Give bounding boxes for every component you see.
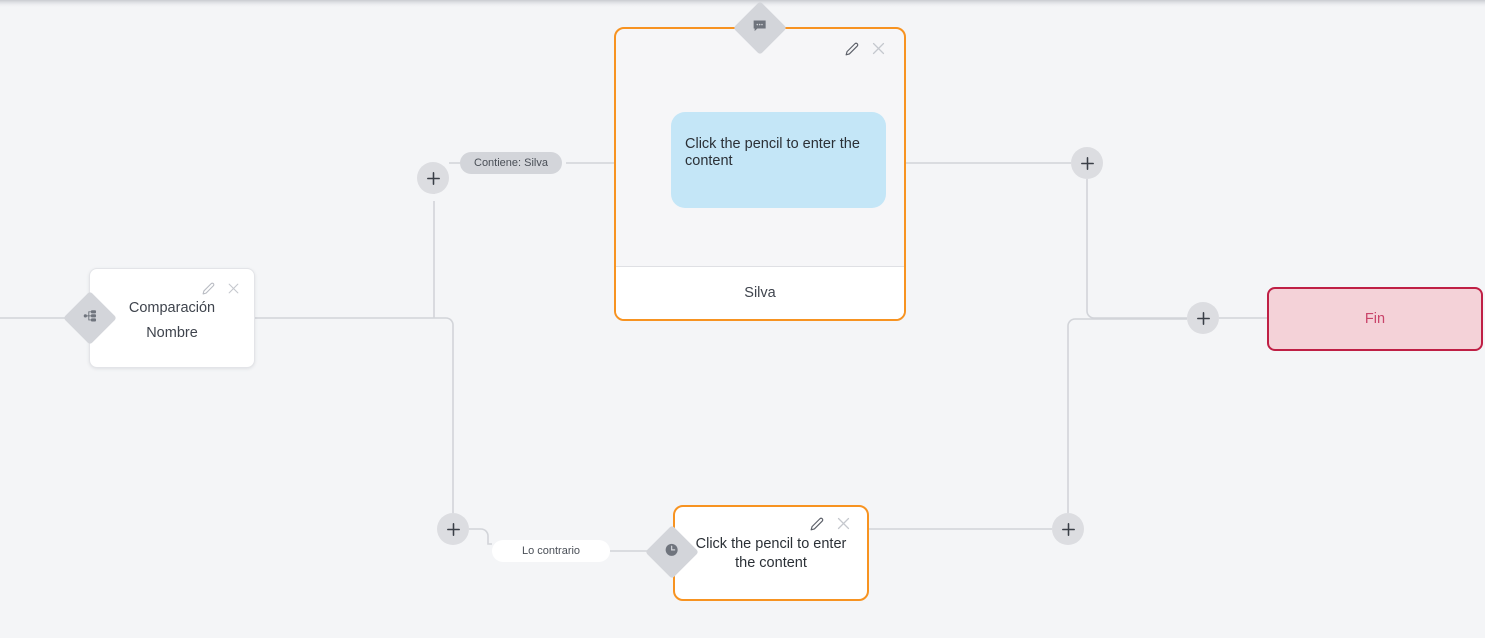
plus-icon [446,522,460,536]
close-icon[interactable] [227,282,240,300]
close-icon[interactable] [871,41,886,61]
add-node-branch-true-left[interactable] [417,162,449,194]
clock-icon [664,542,680,563]
node-end[interactable]: Fin [1267,287,1483,351]
add-node-before-end[interactable] [1187,302,1219,334]
node-timer-text: Click the pencil to enter the content [695,536,847,571]
node-timer-type-badge[interactable] [645,525,699,579]
node-comparison-type-badge[interactable] [63,291,117,345]
add-node-branch-true-right[interactable] [1071,147,1103,179]
sitemap-icon [83,308,98,328]
node-timer-actions [810,516,851,536]
add-node-branch-false-right[interactable] [1052,513,1084,545]
node-message-footer: Silva [616,266,904,319]
message-bubble-icon [752,18,768,39]
pencil-icon[interactable] [202,282,215,300]
edge-label-branch-true[interactable]: Contiene: Silva [460,152,562,174]
plus-icon [426,171,440,185]
node-comparison-actions [202,282,240,300]
plus-icon [1080,156,1094,170]
node-comparison-subtitle: Nombre [146,325,198,341]
pencil-icon[interactable] [845,42,859,61]
close-icon[interactable] [836,516,851,536]
message-bubble-text: Click the pencil to enter the content [685,136,860,169]
pencil-icon[interactable] [810,517,824,536]
node-message-actions [845,41,886,61]
plus-icon [1196,311,1210,325]
node-comparison-title: Comparación [128,300,216,316]
message-bubble: Click the pencil to enter the content [671,112,886,208]
node-timer[interactable]: Click the pencil to enter the content [673,505,869,601]
node-message-type-badge[interactable] [733,1,787,55]
edge-label-branch-false[interactable]: Lo contrario [492,540,610,562]
node-message[interactable]: Click the pencil to enter the content Si… [614,27,906,321]
add-node-branch-false-left[interactable] [437,513,469,545]
plus-icon [1061,522,1075,536]
